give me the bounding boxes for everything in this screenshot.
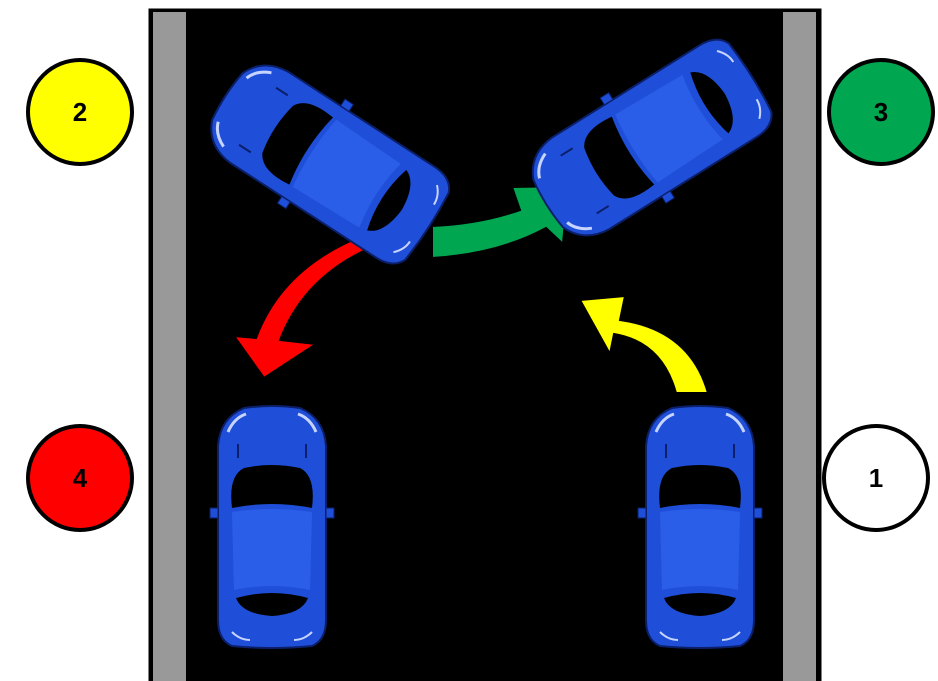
step-badge-2: 2 xyxy=(28,60,132,164)
step-badge-4: 4 xyxy=(28,426,132,530)
step-badge-3: 3 xyxy=(829,60,933,164)
step-badge-2-label: 2 xyxy=(73,97,87,127)
left-curb xyxy=(153,12,186,681)
car-step-4-icon xyxy=(210,406,334,648)
step-badge-3-label: 3 xyxy=(874,97,888,127)
step-badge-4-label: 4 xyxy=(73,463,88,493)
car-step-1-icon xyxy=(638,406,762,648)
step-badge-1: 1 xyxy=(824,426,928,530)
right-curb xyxy=(783,12,816,681)
step-badge-1-label: 1 xyxy=(869,463,883,493)
